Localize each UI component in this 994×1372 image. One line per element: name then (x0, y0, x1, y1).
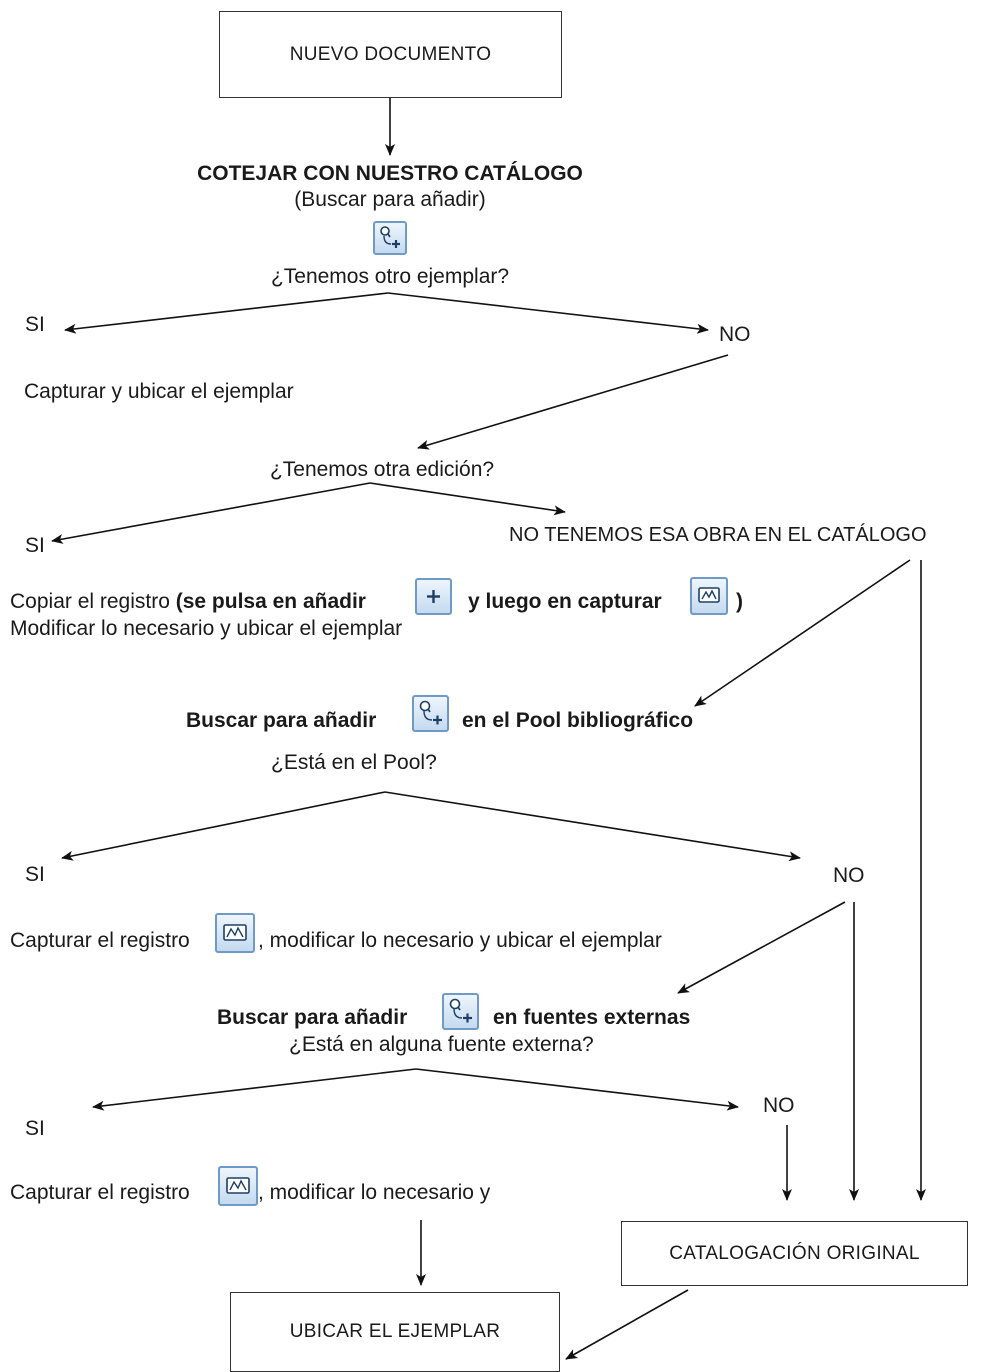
arrow-q4-to-no (415, 1068, 739, 1111)
copy-instruction-c: y luego en capturar (468, 590, 662, 613)
question-otra-edicion: ¿Tenemos otra edición? (269, 458, 495, 481)
no-label-3: NO (833, 864, 865, 887)
no-label-4: NO (763, 1094, 795, 1117)
pool-title-b: en el Pool bibliográfico (462, 709, 694, 732)
capture-icon[interactable] (690, 577, 728, 615)
search-add-icon[interactable] (373, 221, 407, 255)
search-add-icon[interactable] (412, 695, 449, 732)
arrow-no3-to-externas (677, 901, 846, 994)
no-obra-catalogo: NO TENEMOS ESA OBRA EN EL CATÁLOGO (509, 524, 927, 546)
capture-icon[interactable] (215, 913, 255, 953)
original-cataloging-label: CATALOGACIÓN ORIGINAL (669, 1242, 920, 1264)
copy-instruction: Copiar el registro (se pulsa en añadir (10, 590, 366, 614)
locate-copy-box: UBICAR EL EJEMPLAR (230, 1292, 560, 1372)
question-pool: ¿Está en el Pool? (271, 751, 437, 774)
copy-instruction-b: (se pulsa en añadir (175, 590, 366, 613)
pool-title-a: Buscar para añadir (186, 709, 377, 732)
arrow-nocat-to-pool (694, 559, 911, 707)
si-label-1: SI (25, 313, 45, 336)
arrow-q4-to-si (92, 1068, 417, 1111)
search-add-icon[interactable] (442, 993, 479, 1030)
no-label-1: NO (719, 323, 751, 346)
cotejar-title: COTEJAR CON NUESTRO CATÁLOGO (197, 162, 583, 185)
question-otro-ejemplar: ¿Tenemos otro ejemplar? (270, 265, 510, 288)
externas-title-b: en fuentes externas (493, 1006, 691, 1029)
original-cataloging-box: CATALOGACIÓN ORIGINAL (621, 1221, 968, 1286)
arrow-no1-to-q2 (417, 354, 729, 450)
capture-icon[interactable] (218, 1166, 258, 1206)
start-box: NUEVO DOCUMENTO (219, 11, 562, 98)
si-action-1: Capturar y ubicar el ejemplar (24, 380, 294, 403)
arrow-q1-to-si (64, 292, 389, 334)
locate-copy-label: UBICAR EL EJEMPLAR (289, 1321, 501, 1342)
question-externa: ¿Está en alguna fuente externa? (289, 1033, 594, 1056)
pool-si-action-b: , modificar lo necesario y ubicar el eje… (258, 929, 662, 952)
copy-instruction-a: Copiar el registro (10, 590, 176, 613)
arrow-q3-to-no (384, 791, 801, 862)
arrow-q3-to-si (61, 791, 386, 861)
arrow-q1-to-no (387, 292, 709, 334)
arrow-q2-to-no (369, 482, 566, 516)
externas-title-a: Buscar para añadir (217, 1006, 408, 1029)
pool-si-action-a: Capturar el registro (10, 929, 190, 952)
si-label-3: SI (25, 863, 45, 886)
arrow-original-to-ubicar (565, 1289, 689, 1360)
copy-instruction-line2: Modificar lo necesario y ubicar el ejemp… (10, 617, 403, 640)
externa-si-action-b: , modificar lo necesario y (258, 1181, 491, 1204)
cotejar-subtitle: (Buscar para añadir) (294, 188, 486, 211)
start-box-label: NUEVO DOCUMENTO (289, 43, 492, 65)
copy-instruction-d: ) (736, 590, 743, 613)
si-label-2: SI (25, 534, 45, 557)
add-plus-icon[interactable] (415, 578, 452, 615)
arrow-q2-to-si (51, 482, 371, 544)
externa-si-action-a: Capturar el registro (10, 1181, 190, 1204)
si-label-4: SI (25, 1117, 45, 1140)
